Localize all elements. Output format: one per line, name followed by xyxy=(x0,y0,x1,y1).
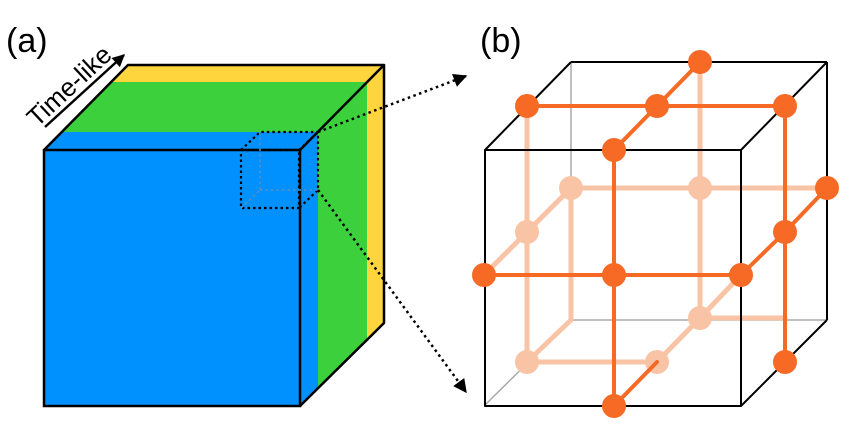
lattice-node xyxy=(688,50,712,74)
zoom-arrow-upper xyxy=(317,73,468,134)
lattice-node-faded xyxy=(688,176,712,200)
lattice-node-faded xyxy=(559,176,583,200)
front-face xyxy=(42,148,302,408)
lattice-node xyxy=(472,263,496,287)
panel-b: (b) xyxy=(472,22,839,418)
lattice-node-faded xyxy=(515,350,539,374)
lattice-node xyxy=(515,94,539,118)
lattice-node xyxy=(602,394,626,418)
lattice-node-faded xyxy=(688,306,712,330)
top-face-blue xyxy=(44,132,318,150)
lattice-node xyxy=(815,176,839,200)
right-face-blue xyxy=(300,132,318,406)
panel-b-label: (b) xyxy=(480,22,522,60)
lattice-solid-nodes xyxy=(472,50,839,418)
lattice-node xyxy=(773,220,797,244)
panel-a: (a) Time-like xyxy=(6,22,468,408)
lattice-node xyxy=(602,263,626,287)
selection-box-hidden xyxy=(240,132,318,209)
lattice-node-faded xyxy=(515,220,539,244)
lattice-node xyxy=(602,138,626,162)
lattice-node xyxy=(645,94,669,118)
lattice-node xyxy=(773,350,797,374)
lattice-node xyxy=(773,94,797,118)
cube-edge-top-right xyxy=(299,64,385,151)
time-like-arrow xyxy=(44,54,125,128)
panel-a-label: (a) xyxy=(6,22,48,60)
lattice-node xyxy=(729,263,753,287)
